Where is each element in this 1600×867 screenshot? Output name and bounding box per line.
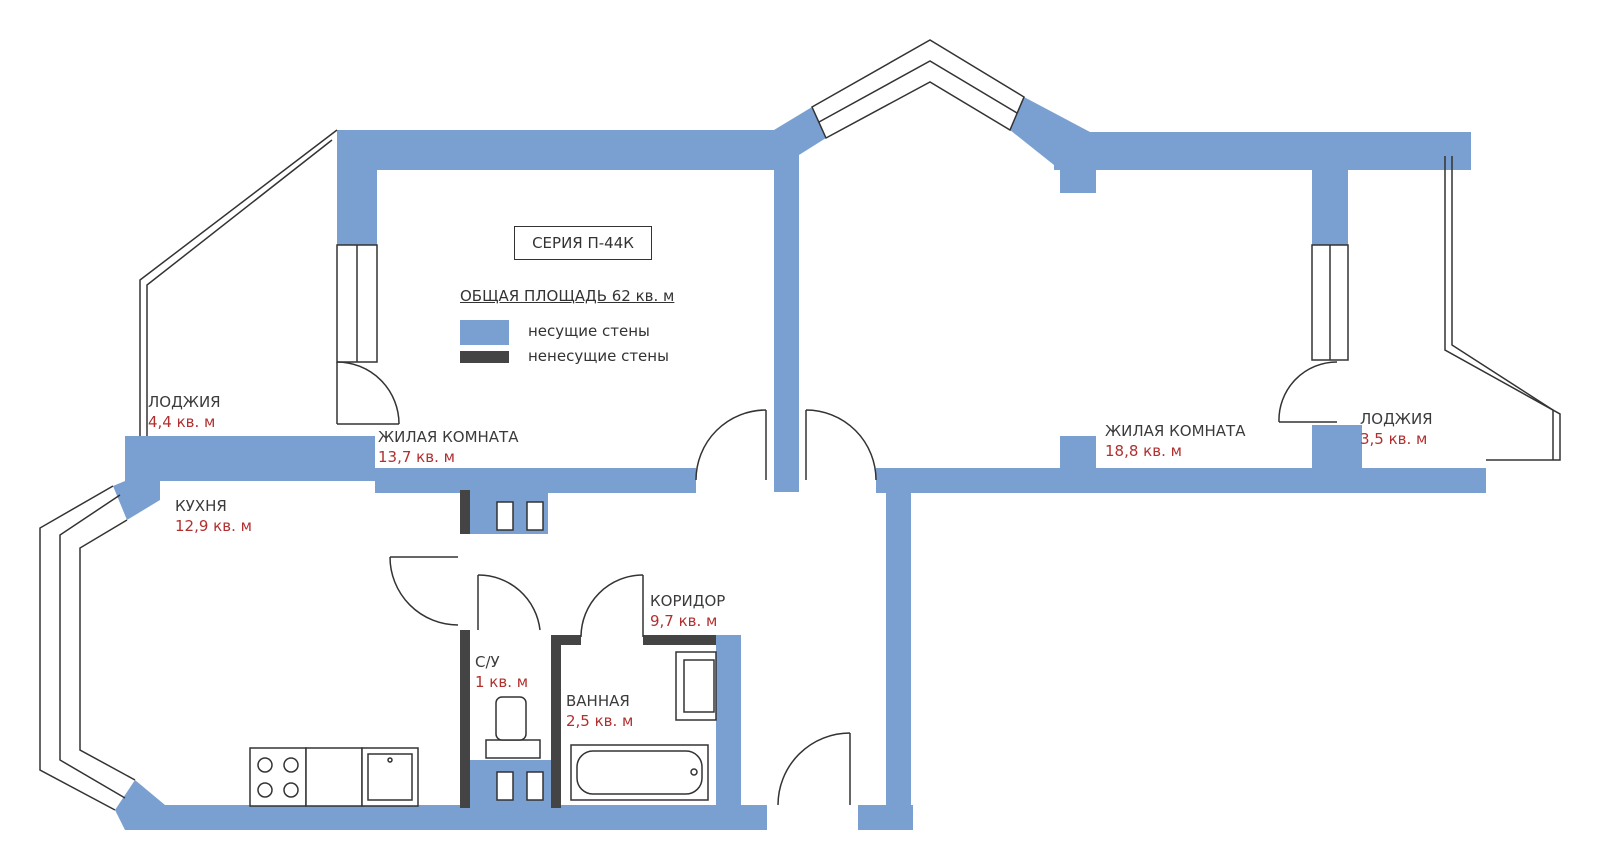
vent-duct (496, 501, 514, 531)
door-bath (580, 574, 644, 638)
wall-right-room-east (1312, 170, 1348, 245)
kitchen-window (39, 485, 116, 811)
room-name-corridor: КОРИДОР (650, 592, 726, 610)
vent-duct (496, 771, 514, 801)
wall-left-room-west (337, 130, 377, 245)
left-loggia-outline (139, 129, 338, 436)
wash-basin-icon (675, 651, 717, 721)
top-center-window (811, 39, 1025, 140)
partition-wc-west (460, 630, 470, 808)
non-load-bearing-walls (460, 490, 716, 808)
stove-icon (249, 747, 307, 807)
room-area-loggia-right: 3,5 кв. м (1360, 430, 1428, 448)
wall-right-loggia-stub (1312, 425, 1362, 470)
room-area-kitchen: 12,9 кв. м (175, 517, 252, 535)
room-name-kitchen: КУХНЯ (175, 497, 227, 515)
wall-bath-east (716, 635, 741, 825)
room-area-living-left: 13,7 кв. м (378, 448, 455, 466)
door-right-room (805, 409, 877, 481)
wall-top-right-room (1054, 132, 1471, 170)
door-left-loggia (336, 361, 400, 425)
wall-top-center-angle-left (774, 107, 826, 155)
room-area-bathroom: 2,5 кв. м (566, 712, 634, 730)
wall-under-right-room (876, 468, 1486, 493)
partition-duct-west (460, 490, 470, 534)
door-left-room (695, 409, 767, 481)
legend-load-bearing-swatch (460, 320, 509, 345)
wall-under-left-room-mid (375, 468, 696, 493)
room-area-loggia-left: 4,4 кв. м (148, 413, 216, 431)
door-wc (477, 574, 541, 631)
left-loggia-outline-inner (146, 139, 333, 436)
wall-under-left-room (125, 436, 375, 481)
doors (336, 361, 1338, 806)
door-entrance (777, 732, 851, 806)
room-area-wc: 1 кв. м (475, 673, 529, 691)
wall-top-left-room (337, 130, 774, 170)
load-bearing-walls (113, 97, 1486, 830)
door-right-loggia (1278, 361, 1338, 423)
kitchen-counter (305, 747, 363, 807)
vent-duct (526, 771, 544, 801)
partition-bath-top-right (643, 635, 716, 645)
room-name-living-left: ЖИЛАЯ КОМНАТА (378, 428, 519, 446)
room-name-loggia-right: ЛОДЖИЯ (1360, 410, 1433, 428)
legend-load-bearing-label: несущие стены (528, 322, 650, 340)
total-area: ОБЩАЯ ПЛОЩАДЬ 62 кв. м (460, 287, 675, 305)
wall-center-vertical (774, 155, 799, 492)
kitchen-sink-icon (361, 747, 419, 807)
wall-top-right-notch (1060, 165, 1096, 193)
toilet-icon (485, 739, 541, 759)
wall-east-corridor (886, 492, 911, 830)
partition-bath-top-left (551, 635, 581, 645)
door-kitchen (389, 556, 459, 626)
bathtub-icon (570, 744, 709, 801)
partition-wc-top (460, 630, 470, 640)
room-name-bathroom: ВАННАЯ (566, 692, 630, 710)
series-label: СЕРИЯ П-44К (514, 226, 652, 260)
legend-non-load-bearing-label: ненесущие стены (528, 347, 669, 365)
wall-kitchen-nw (113, 436, 160, 520)
room-name-loggia-left: ЛОДЖИЯ (148, 393, 221, 411)
room-area-living-right: 18,8 кв. м (1105, 442, 1182, 460)
partition-wc-bath (551, 635, 561, 808)
legend-non-load-bearing-swatch (460, 351, 509, 363)
wall-bottom (125, 805, 767, 830)
room-area-corridor: 9,7 кв. м (650, 612, 718, 630)
right-loggia-outline (1444, 156, 1561, 461)
windows-and-loggias (39, 39, 1561, 811)
wall-right-room-stub (1060, 436, 1096, 470)
vent-duct (526, 501, 544, 531)
fixtures (249, 501, 717, 807)
room-name-living-right: ЖИЛАЯ КОМНАТА (1105, 422, 1246, 440)
room-name-wc: С/У (475, 653, 500, 671)
